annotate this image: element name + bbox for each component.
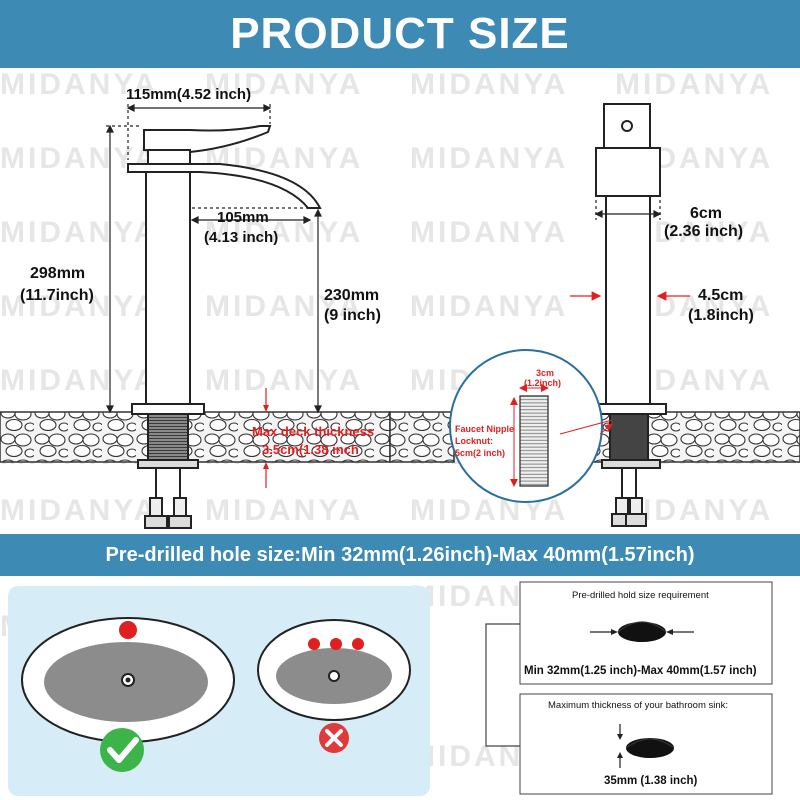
nipple-label-1: Faucet Nipple xyxy=(455,424,514,434)
watermark-text: MIDANYA xyxy=(410,142,568,175)
cross-icon xyxy=(319,723,349,753)
watermark-text: MIDANYA xyxy=(0,216,158,249)
hole-requirement-range: Min 32mm(1.25 inch)-Max 40mm(1.57 inch) xyxy=(524,665,757,677)
nipple-label-3: 5cm(2 inch) xyxy=(455,448,505,458)
body-width-cm-label: 6cm xyxy=(690,205,722,222)
nipple-label-2: Locknut: xyxy=(455,436,493,446)
watermark-text: MIDANYA xyxy=(205,290,363,323)
reach-inch-label: (4.13 inch) xyxy=(204,229,278,246)
spout-height-mm-label: 230mm xyxy=(324,287,379,304)
watermark-text: MIDANYA xyxy=(410,290,568,323)
watermark-text: MIDANYA xyxy=(0,68,158,101)
sink-three-hole-incorrect xyxy=(257,619,411,721)
watermark-text: MIDANYA xyxy=(615,68,773,101)
watermark-text: MIDANYA xyxy=(205,68,363,101)
total-height-inch-label: (11.7inch) xyxy=(20,287,94,304)
sink-single-hole-correct xyxy=(21,617,235,743)
thickness-requirement-value: 35mm (1.38 inch) xyxy=(604,775,697,787)
faucet-dimension-diagram: MIDANYA MIDANYA MIDANYA MIDANYA MIDANYA … xyxy=(0,68,800,529)
watermark-text: MIDANYA xyxy=(205,494,363,527)
watermark-text: MIDANYA xyxy=(205,364,363,397)
countertop-middle xyxy=(389,411,455,463)
deck-thickness-value: 3.5cm(1.38 inch xyxy=(262,442,359,457)
spout-width-label: 115mm(4.52 inch) xyxy=(126,86,251,103)
neck-width-cm-label: 4.5cm xyxy=(698,287,743,304)
thickness-requirement-box xyxy=(519,693,773,795)
watermark-text: MIDANYA xyxy=(410,68,568,101)
side-dimension-lines xyxy=(570,200,690,301)
nipple-detail-callout xyxy=(449,349,613,503)
page-title: PRODUCT SIZE xyxy=(0,0,800,68)
hole-size-banner: Pre-drilled hole size:Min 32mm(1.26inch)… xyxy=(0,534,800,576)
body-width-inch-label: (2.36 inch) xyxy=(664,223,743,240)
watermark-text: MIDANYA xyxy=(205,216,363,249)
watermark-text: MIDANYA xyxy=(0,290,158,323)
connector-bracket xyxy=(485,623,520,747)
total-height-mm-label: 298mm xyxy=(30,265,85,282)
deck-thickness-label: Max deck thickness xyxy=(252,424,374,439)
hole-requirement-title: Pre-drilled hold size requirement xyxy=(572,590,709,601)
neck-width-inch-label: (1.8inch) xyxy=(688,307,754,324)
spout-height-inch-label: (9 inch) xyxy=(324,307,381,324)
sink-requirements-section: MIDANYA MIDANYA MIDANYA MIDANYA MIDANYA xyxy=(0,580,773,796)
thickness-requirement-title: Maximum thickness of your bathroom sink: xyxy=(548,700,728,711)
check-icon xyxy=(100,728,144,772)
faucet-front-view xyxy=(127,125,322,529)
nipple-dia-inch-label: (1.2inch) xyxy=(524,378,561,388)
hole-requirement-box xyxy=(519,581,773,685)
front-dimension-lines xyxy=(106,104,322,488)
watermark-text: MIDANYA xyxy=(410,216,568,249)
reach-mm-label: 105mm xyxy=(217,209,269,226)
nipple-dia-cm-label: 3cm xyxy=(536,368,554,378)
faucet-side-view xyxy=(595,103,667,527)
watermark-text: MIDANYA xyxy=(0,364,158,397)
watermark-text: MIDANYA xyxy=(0,494,158,527)
